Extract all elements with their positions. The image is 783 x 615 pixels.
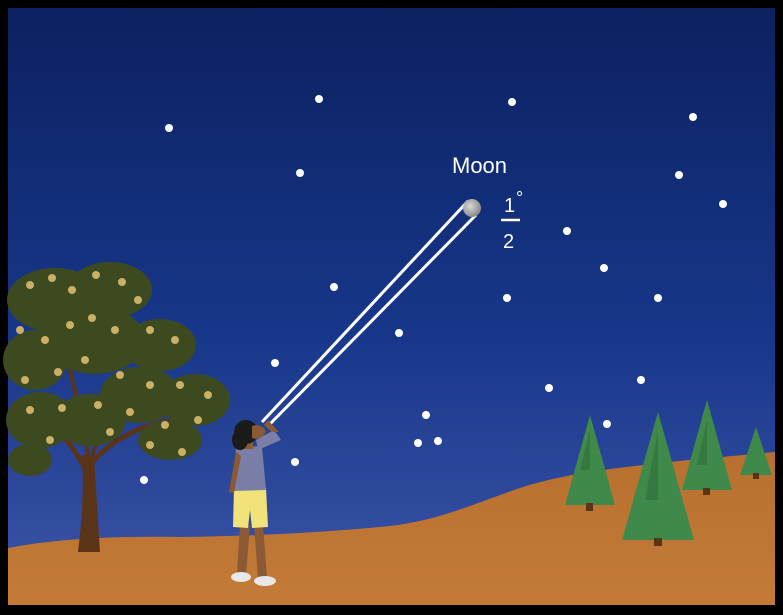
angle-degree-sign: ° [516, 188, 523, 208]
star-icon [689, 113, 697, 121]
star-icon [414, 439, 422, 447]
star-icon [140, 476, 148, 484]
star-icon [719, 200, 727, 208]
star-icon [434, 437, 442, 445]
star-icon [315, 95, 323, 103]
star-icon [508, 98, 516, 106]
angle-denominator: 2 [503, 231, 514, 253]
angle-numerator: 1 [504, 195, 515, 217]
star-icon [422, 411, 430, 419]
star-icon [395, 329, 403, 337]
star-icon [600, 264, 608, 272]
pine-trees [565, 400, 772, 546]
pine-tree-icon [740, 427, 772, 479]
star-icon [271, 359, 279, 367]
moon-icon [463, 199, 481, 217]
person-icon [229, 420, 281, 586]
sight-lines [260, 199, 478, 428]
moon-label: Moon [452, 153, 507, 178]
angle-label: 1 ° 2 [501, 188, 523, 253]
stars [140, 95, 727, 484]
star-icon [545, 384, 553, 392]
star-icon [296, 169, 304, 177]
star-icon [603, 420, 611, 428]
star-icon [675, 171, 683, 179]
star-icon [503, 294, 511, 302]
star-icon [563, 227, 571, 235]
star-icon [291, 458, 299, 466]
star-icon [654, 294, 662, 302]
star-icon [165, 124, 173, 132]
star-icon [330, 283, 338, 291]
star-icon [637, 376, 645, 384]
tree-icon [3, 262, 230, 552]
